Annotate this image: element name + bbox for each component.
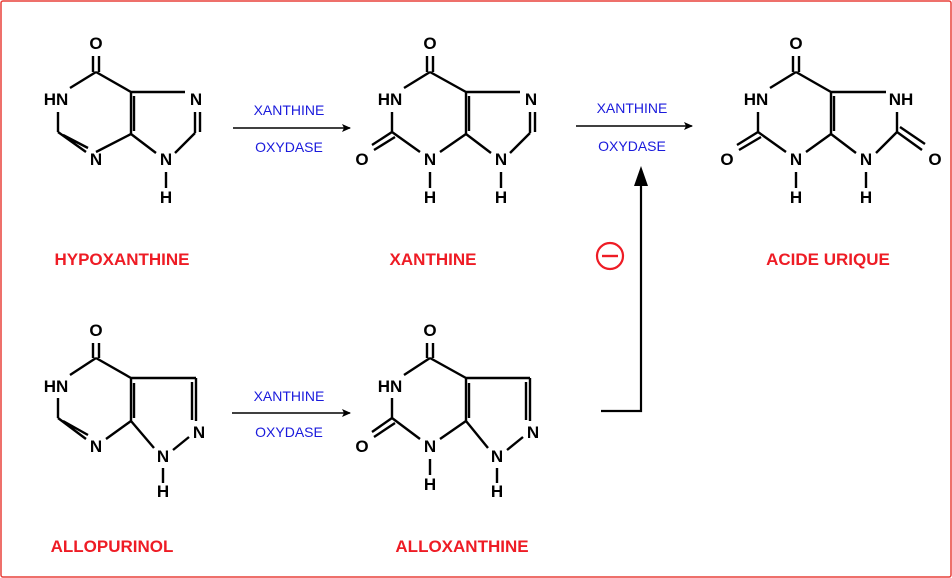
atom-h: H <box>424 475 436 494</box>
atom-n: N <box>860 150 872 169</box>
compound-label-xanthine: XANTHINE <box>390 250 477 269</box>
atom-o: O <box>789 34 802 53</box>
atom-h: H <box>495 188 507 207</box>
atom-h: H <box>860 188 872 207</box>
atom-n: N <box>424 437 436 456</box>
atom-n: N <box>160 150 172 169</box>
compound-label-alloxanthine: ALLOXANTHINE <box>395 537 528 556</box>
enzyme-label-bottom: OXYDASE <box>598 138 666 154</box>
bonds <box>56 343 198 483</box>
atom-n: N <box>157 447 169 466</box>
atom-hn: HN <box>378 90 403 109</box>
atom-n: N <box>424 150 436 169</box>
atom-hn: HN <box>378 377 403 396</box>
atom-o: O <box>423 34 436 53</box>
arrow-hypoxanthine-to-xanthine: XANTHINE OXYDASE <box>233 102 351 155</box>
arrow-xanthine-to-uric-acid: XANTHINE OXYDASE <box>576 100 693 154</box>
enzyme-label-top: XANTHINE <box>254 102 325 118</box>
atom-o: O <box>355 437 368 456</box>
atom-o: O <box>928 150 941 169</box>
inhibition-arrow <box>601 166 648 413</box>
atom-o: O <box>89 34 102 53</box>
structure-xanthine: O HN O N H N N H <box>355 34 537 207</box>
atom-n: N <box>495 150 507 169</box>
atom-n: N <box>193 423 205 442</box>
atom-n: N <box>525 90 537 109</box>
bonds <box>56 56 202 188</box>
structure-uric-acid: O HN O N H NH N H O <box>720 34 941 207</box>
compound-label-uric-acid: ACIDE URIQUE <box>766 250 890 269</box>
bonds <box>371 56 537 188</box>
atom-n: N <box>190 90 202 109</box>
atom-n: N <box>90 437 102 456</box>
atom-n: N <box>527 423 539 442</box>
atom-h: H <box>491 482 503 501</box>
enzyme-label-top: XANTHINE <box>597 100 668 116</box>
atom-hn: HN <box>744 90 769 109</box>
bonds <box>371 343 532 483</box>
bonds <box>736 56 926 188</box>
atom-hn: HN <box>44 90 69 109</box>
atom-h: H <box>157 482 169 501</box>
compound-label-allopurinol: ALLOPURINOL <box>51 537 174 556</box>
atom-h: H <box>790 188 802 207</box>
enzyme-label-top: XANTHINE <box>254 388 325 404</box>
minus-circle-icon <box>595 241 625 271</box>
atom-h: H <box>424 188 436 207</box>
enzyme-label-bottom: OXYDASE <box>255 424 323 440</box>
structure-allopurinol: O HN N N N H <box>44 321 205 501</box>
atom-nh: NH <box>889 90 914 109</box>
atom-n: N <box>90 150 102 169</box>
atom-o: O <box>355 150 368 169</box>
structure-hypoxanthine: O HN N N N H <box>44 34 202 207</box>
arrow-allopurinol-to-alloxanthine: XANTHINE OXYDASE <box>232 388 351 440</box>
compound-label-hypoxanthine: HYPOXANTHINE <box>54 250 189 269</box>
atom-o: O <box>720 150 733 169</box>
atom-n: N <box>790 150 802 169</box>
atom-hn: HN <box>44 377 69 396</box>
enzyme-label-bottom: OXYDASE <box>255 139 323 155</box>
atom-o: O <box>423 321 436 340</box>
structure-alloxanthine: O HN O N H N N H <box>355 321 539 501</box>
atom-h: H <box>160 188 172 207</box>
atom-n: N <box>491 447 503 466</box>
atom-o: O <box>89 321 102 340</box>
